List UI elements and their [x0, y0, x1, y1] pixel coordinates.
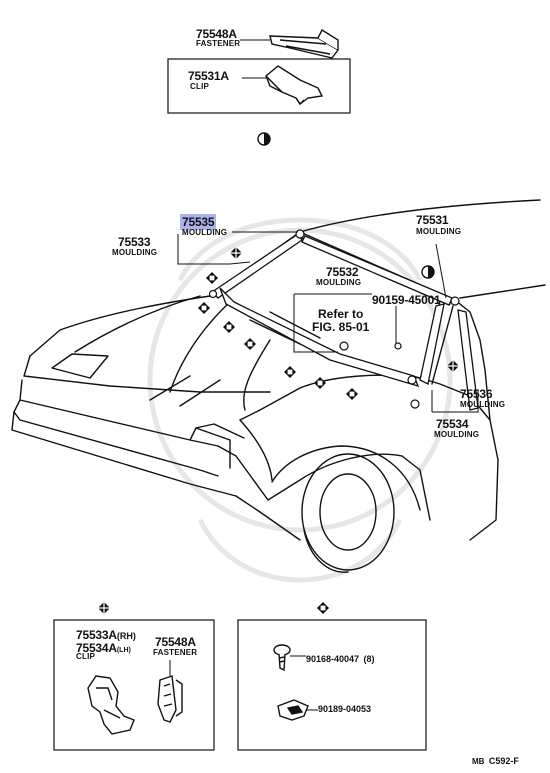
moulding-75531-part-name: MOULDING — [416, 227, 462, 236]
clip-bottom-lh-label: 75534A(LH) — [76, 641, 131, 655]
clip-nubs — [208, 229, 460, 409]
moulding-75533-part-name: MOULDING — [112, 248, 158, 257]
screw-90168-label: 90168-40047 (8) — [306, 654, 375, 664]
square-symbol-bottom — [317, 602, 329, 614]
clip-top-drawing — [264, 65, 324, 106]
square-symbol-6 — [314, 377, 326, 389]
nut-drawing — [277, 699, 309, 721]
half-circle-symbol-top — [257, 132, 271, 146]
fastener-top-drawing — [269, 28, 340, 59]
screw-drawing — [273, 644, 291, 672]
clip-top-box — [167, 58, 351, 114]
square-symbol-3 — [223, 321, 235, 333]
moulding-75531-part-number: 75531 — [416, 213, 449, 227]
bolt-90159-part-number: 90159-45001 — [372, 293, 441, 307]
moulding-75536-part-name: MOULDING — [460, 400, 506, 409]
moulding-strips — [210, 233, 479, 411]
hardware-leaders — [290, 655, 318, 711]
watermark — [147, 217, 453, 583]
half-circle-symbol-75531 — [421, 265, 435, 279]
nut-90189-part-number: 90189-04053 — [318, 704, 372, 714]
moulding-75534-part-number: 75534 — [436, 417, 469, 431]
square-symbol-7 — [346, 388, 358, 400]
moulding-75532-part-number: 75532 — [326, 265, 359, 279]
clip-top-part-number: 75531A — [188, 69, 229, 83]
refer-to-line2: FIG. 85-01 — [312, 320, 370, 334]
refer-to-line1: Refer to — [318, 307, 364, 321]
clip-bottom-drawing — [87, 675, 135, 735]
square-symbol-5 — [284, 366, 296, 378]
hardware-box — [237, 619, 427, 751]
clip-bottom-box — [53, 619, 215, 751]
square-symbol-4 — [244, 338, 256, 350]
moulding-75535-part-number: 75535 — [180, 214, 217, 230]
fastener-bottom-part-number: 75548A — [155, 635, 196, 649]
diamond-symbol-bottom — [97, 601, 111, 615]
moulding-75533-part-number: 75533 — [118, 235, 151, 249]
fastener-bottom-drawing — [157, 675, 183, 723]
clip-bottom-rh-label: 75533A(RH) — [76, 628, 136, 642]
clip-top-part-name: CLIP — [190, 82, 210, 91]
square-symbol-1 — [206, 272, 218, 284]
moulding-75535-part-name: MOULDING — [182, 228, 228, 237]
fastener-top-part-name: FASTENER — [196, 39, 241, 48]
figure-code: MB C592-F — [472, 756, 519, 766]
clip-bottom-part-name: CLIP — [76, 652, 96, 661]
square-symbol-2 — [198, 302, 210, 314]
leader-lines — [177, 231, 479, 413]
moulding-75534-part-name: MOULDING — [434, 430, 480, 439]
moulding-75532-part-name: MOULDING — [316, 278, 362, 287]
fastener-top-part-number: 75548A — [196, 27, 237, 41]
moulding-75536-part-number: 75536 — [460, 387, 493, 401]
fastener-bottom-part-name: FASTENER — [153, 648, 198, 657]
